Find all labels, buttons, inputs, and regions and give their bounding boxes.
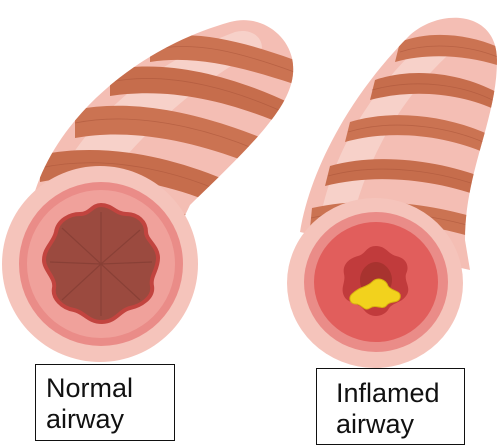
normal-airway-label: Normal airway — [35, 364, 175, 441]
normal-airway-tube — [2, 20, 300, 362]
inflamed-airway-label: Inflamed airway — [316, 368, 465, 445]
inflamed-airway-tube — [287, 18, 497, 368]
